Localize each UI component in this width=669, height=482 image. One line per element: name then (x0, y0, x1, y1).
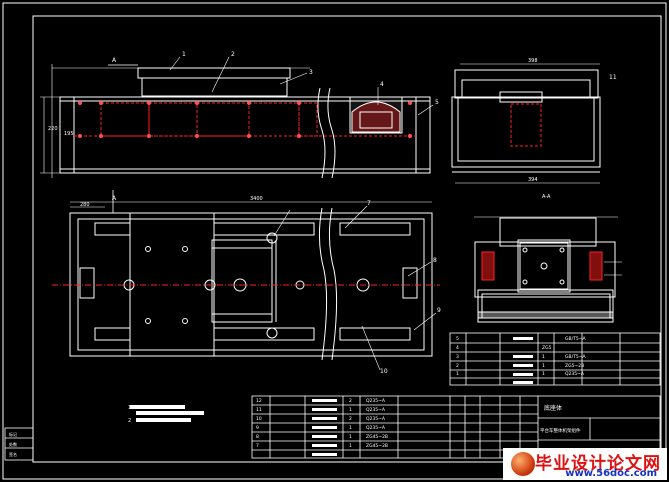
bom-right-qty: 1 (542, 371, 545, 377)
dim-top-left: 280 (80, 202, 90, 208)
dim-front-height2: 195 (64, 131, 74, 137)
bom-right-grid (449, 332, 661, 386)
bom-left-no: 11 (256, 407, 262, 413)
revision-label-1: 标记 (9, 431, 17, 437)
bom-right-no: 1 (456, 371, 459, 377)
revision-box (4, 427, 34, 461)
dim-top-length: 3400 (250, 196, 263, 202)
bom-right-code: GB/T5~A (565, 354, 586, 360)
bom-left-no: 12 (256, 398, 262, 404)
bom-right-no: 5 (456, 336, 459, 342)
bom-right-code: ZG5~2B (565, 363, 584, 369)
tech-req-line-2: 2 (128, 418, 131, 424)
watermark-url: www.56doc.com (565, 468, 657, 479)
section-label-a-top: A (112, 195, 117, 202)
detail-hatch (477, 251, 614, 319)
bom-left-no: 10 (256, 416, 262, 422)
bom-right-no: 2 (456, 363, 459, 369)
bom-right-no: 3 (456, 354, 459, 360)
bom-left-code: ZG45~2B (366, 443, 388, 449)
front-hidden-windows (74, 102, 416, 137)
balloon-front-1: 1 (182, 51, 186, 58)
bom-right-qty: 1 (542, 354, 545, 360)
revision-label-3: 签名 (9, 451, 17, 457)
bom-right-code: Q235~A (565, 371, 585, 377)
balloon-front-4: 4 (380, 81, 384, 88)
bom-left-qty: 1 (349, 407, 352, 413)
balloon-front-3: 3 (309, 69, 313, 76)
bom-left-code: Q235~A (366, 425, 386, 431)
dim-front-height: 220 (48, 126, 58, 132)
bom-left-qty: 1 (349, 425, 352, 431)
front-holes (78, 101, 412, 138)
title-block-title: 底座体 (544, 404, 562, 412)
bom-left-code: Q235~A (366, 407, 386, 413)
tech-req-bars (130, 405, 204, 422)
bom-left-no: 7 (256, 443, 259, 449)
balloon-front-5: 5 (435, 99, 439, 106)
bom-left-code: Q235~A (366, 416, 386, 422)
dim-side-top: 398 (528, 58, 538, 64)
bom-left-qty: 2 (349, 416, 352, 422)
revision-label-2: 处数 (9, 441, 17, 447)
bom-right-code: GB/T5~A (565, 336, 586, 342)
watermark: 毕业设计论文网 www.56doc.com (503, 448, 667, 480)
bom-right-qty: 1 (542, 363, 545, 369)
side-hidden-window (510, 103, 542, 147)
inner-frame (32, 15, 662, 463)
bom-left-qty: 1 (349, 443, 352, 449)
bom-left-no: 9 (256, 425, 259, 431)
balloon-top-10: 10 (380, 368, 388, 375)
balloon-top-9: 9 (437, 307, 441, 314)
dim-side-bottom: 394 (528, 177, 538, 183)
bom-left-qty: 2 (349, 398, 352, 404)
front-view (40, 64, 431, 179)
bom-left-no: 8 (256, 434, 259, 440)
top-view (69, 190, 433, 361)
bom-left-qty: 1 (349, 434, 352, 440)
bom-right-qty: ZG5 (542, 345, 552, 351)
bom-right-no: 4 (456, 345, 459, 351)
bom-left-bars (312, 399, 337, 456)
title-block-subtitle: 平台车整体机架组件 (540, 427, 581, 434)
section-label-a-front: A (112, 57, 117, 64)
balloon-front-2: 2 (231, 51, 235, 58)
globe-logo-icon (511, 452, 535, 476)
watermark-title: 毕业设计论文网 (535, 454, 661, 474)
bom-left-code: ZG45~2B (366, 434, 388, 440)
side-view (451, 63, 601, 184)
bom-right-bars (513, 337, 533, 384)
balloon-top-7: 7 (367, 200, 371, 207)
balloon-top-8: 8 (433, 257, 437, 264)
caption-side-aa: A-A (542, 194, 551, 200)
tech-req-line-1: 1 (128, 405, 131, 411)
bom-left-code: Q235~A (366, 398, 386, 404)
balloon-side-11: 11 (609, 74, 617, 81)
